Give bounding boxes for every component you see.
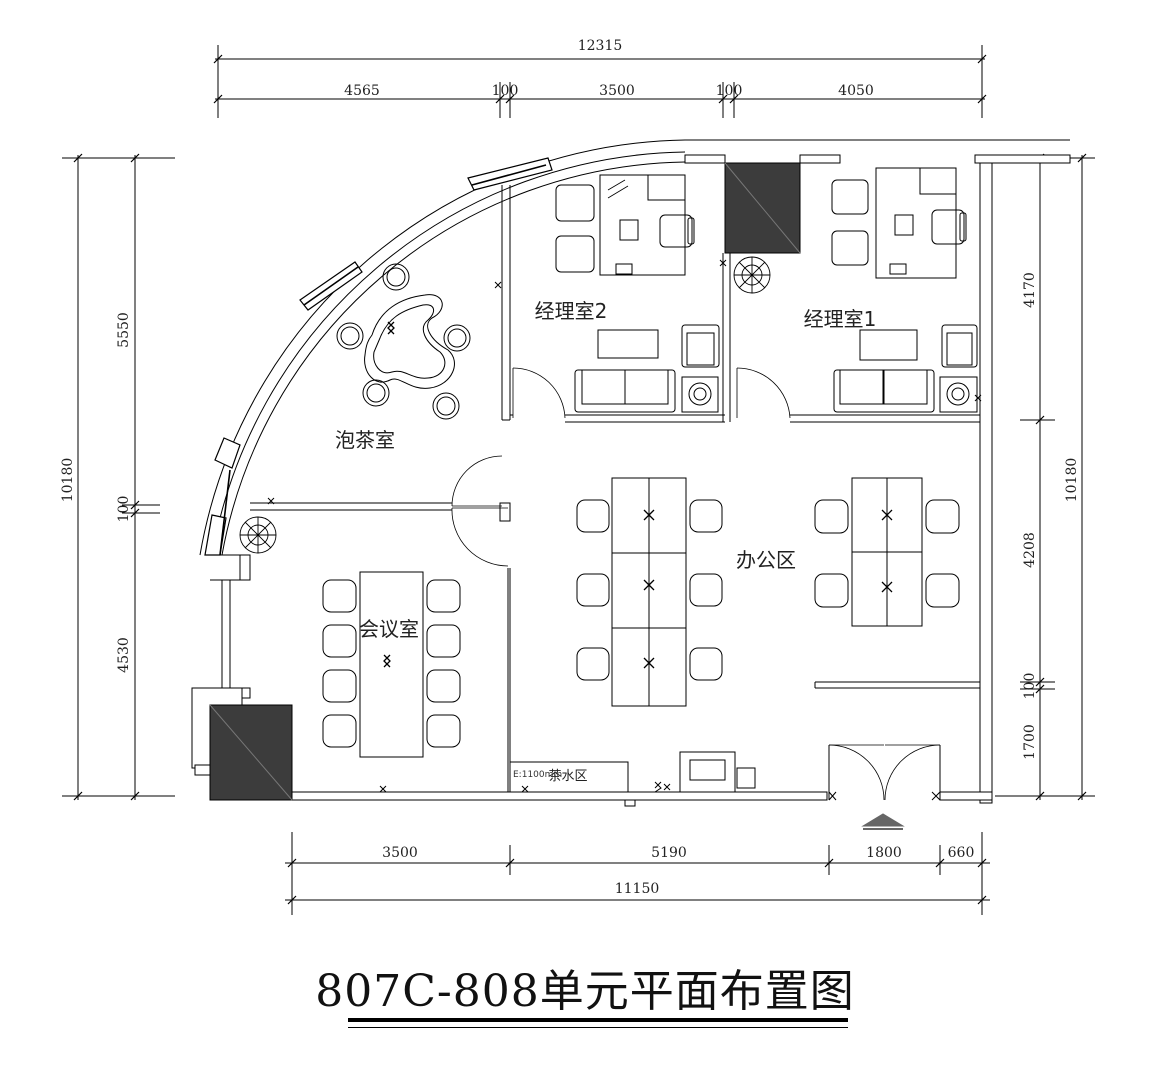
- dim-top-seg-5: 4050: [838, 83, 874, 99]
- dim-right-seg-1: 4170: [1022, 272, 1038, 308]
- dim-top-seg-2: 100: [492, 83, 519, 99]
- left-dimension-lines: [62, 153, 175, 801]
- interior-walls: [250, 185, 980, 800]
- room-label-pantry: 茶水区: [548, 768, 587, 784]
- office-chairs: [576, 499, 960, 681]
- office-desks: [611, 477, 923, 707]
- dim-left-seg-1: 5550: [116, 312, 132, 348]
- dim-left-total: 10180: [60, 458, 76, 503]
- room-label-tea: 泡茶室: [335, 428, 395, 452]
- manager1-furniture: [831, 167, 978, 413]
- curved-glass-facade: [199, 139, 686, 556]
- room-label-manager1: 经理室1: [804, 307, 877, 331]
- dim-right-seg-3: 100: [1022, 673, 1038, 700]
- title-underline-thick: [348, 1018, 848, 1022]
- dim-bottom-seg-4: 660: [948, 845, 975, 861]
- left-dimension-labels: 10180 5550 100 4530: [60, 312, 132, 673]
- dim-top-seg-3: 3500: [599, 83, 635, 99]
- dim-bottom-seg-2: 5190: [651, 845, 687, 861]
- bottom-dimension-lines: [285, 832, 990, 915]
- title-underline-thin: [348, 1027, 848, 1028]
- dim-bottom-total: 11150: [615, 881, 660, 897]
- dim-left-seg-3: 4530: [116, 637, 132, 673]
- tea-room-furniture: [336, 263, 471, 420]
- dim-right-seg-2: 4208: [1022, 532, 1038, 568]
- manager2-furniture: [555, 174, 720, 413]
- dim-top-total: 12315: [578, 38, 623, 54]
- plant-icons: [239, 256, 771, 554]
- structural-columns: [209, 162, 801, 801]
- room-label-manager2: 经理室2: [535, 299, 608, 323]
- room-label-office: 办公区: [736, 548, 796, 572]
- dim-right-seg-4: 1700: [1022, 724, 1038, 760]
- top-dimension-lines: [213, 45, 987, 118]
- dim-top-seg-4: 100: [716, 83, 743, 99]
- room-label-meeting: 会议室: [359, 617, 419, 641]
- door-swings: [451, 367, 941, 801]
- right-dimension-labels: 10180 4170 4208 100 1700: [1022, 272, 1080, 760]
- dim-right-total: 10180: [1064, 458, 1080, 503]
- plan-title: 807C-808单元平面布置图: [315, 966, 855, 1017]
- meeting-room-furniture: [322, 571, 461, 758]
- bottom-dimension-labels: 3500 5190 1800 660 11150: [382, 845, 974, 897]
- pantry-tag: E:1100mm: [513, 770, 562, 780]
- dim-left-seg-2: 100: [116, 496, 132, 523]
- dim-top-seg-1: 4565: [344, 83, 380, 99]
- outlet-symbols: [267, 259, 982, 801]
- top-dimension-labels: 12315 4565 100 3500 100 4050: [344, 38, 874, 99]
- dim-bottom-seg-3: 1800: [866, 845, 902, 861]
- right-dimension-lines: [995, 153, 1095, 801]
- room-labels: 泡茶室 经理室2 经理室1 办公区 会议室 茶水区 E:1100mm: [335, 299, 876, 784]
- dim-bottom-seg-1: 3500: [382, 845, 418, 861]
- pantry-counter: [509, 751, 756, 793]
